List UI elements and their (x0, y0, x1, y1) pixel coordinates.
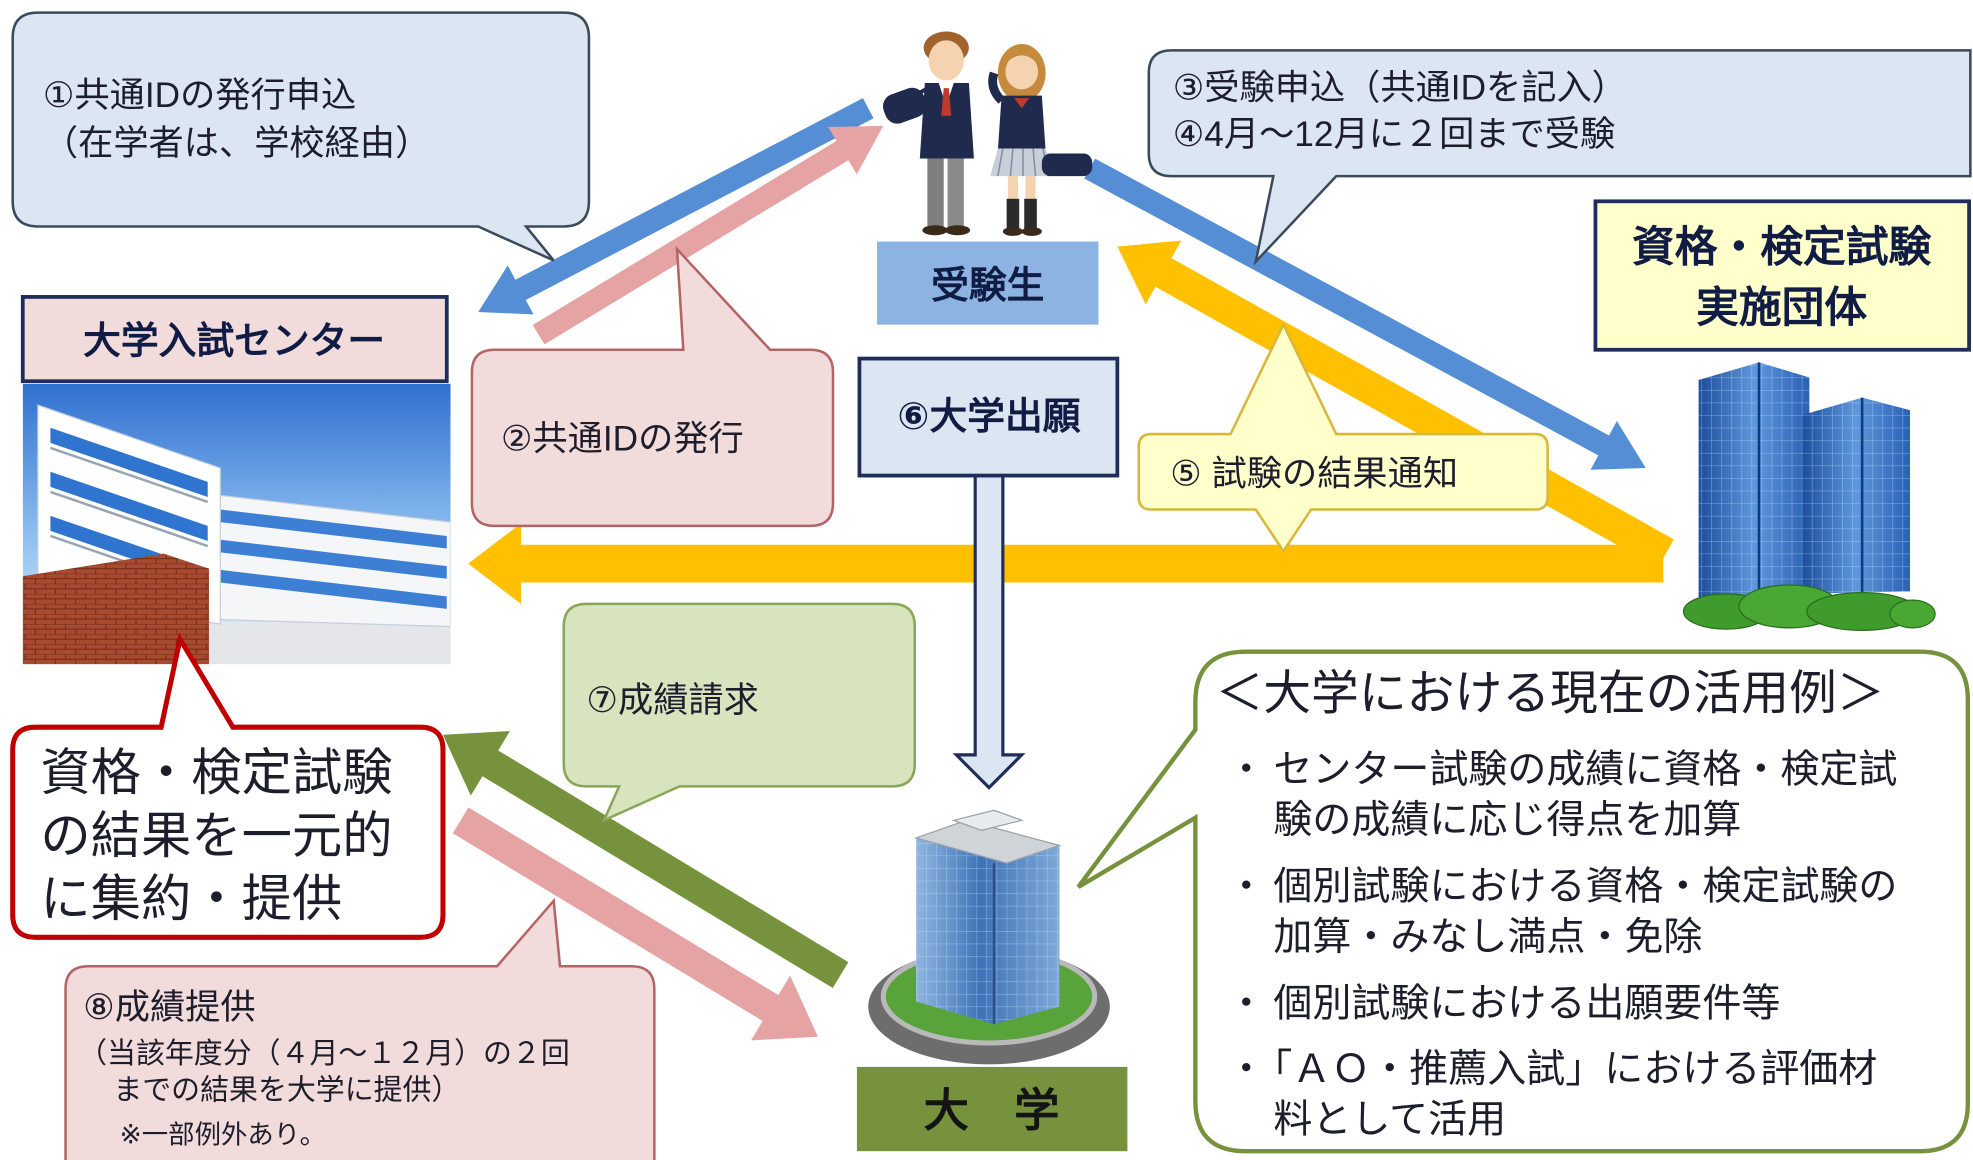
callout-step1-shape (11, 11, 591, 262)
node-university: 大 学 (856, 1066, 1128, 1152)
arrow-university-application (952, 471, 1026, 790)
node-university-label: 大 学 (924, 1085, 1060, 1136)
callout-step3-4-shape (1147, 49, 1972, 266)
step6-application: ⑥大学出願 (857, 356, 1120, 790)
usage-item2-line1: 個別試験における資格・検定試験の (1273, 866, 1897, 909)
school-building-illustration (22, 383, 451, 665)
node-student: 受験生 (877, 241, 1099, 325)
step1-line1: ①共通IDの発行申込 (43, 76, 356, 115)
university-tower-illustration (868, 809, 1110, 1065)
step8-note-line2: までの結果を大学に提供） (113, 1075, 460, 1107)
usage-item1-line2: 験の成績に応じ得点を加算 (1273, 799, 1741, 842)
arrow-score-request (442, 731, 849, 989)
step6-label: ⑥大学出願 (898, 395, 1081, 437)
node-student-box (877, 241, 1099, 325)
callout-step7-shape (562, 602, 917, 823)
callout-step7: ⑦成績請求 (562, 602, 917, 823)
node-center-label: 大学入試センター (83, 320, 385, 362)
step8-title: ⑧成績提供 (83, 988, 255, 1027)
students-illustration (883, 31, 1093, 236)
step2-label: ②共通IDの発行 (501, 419, 744, 458)
step1-line2: （在学者は、学校経由） (43, 124, 430, 163)
callout-center-role: 資格・検定試験 の結果を一元的 に集約・提供 (10, 632, 446, 940)
callout-step3-4: ③受験申込（共通IDを記入） ④4月～12月に２回まで受験 (1147, 49, 1972, 266)
usage-bullet: ・ (1227, 749, 1266, 792)
arrow-result-to-student (1117, 240, 1674, 568)
callout-center-role-shape (10, 632, 446, 940)
callout-step5: ⑤ 試験の結果通知 (1137, 321, 1549, 554)
node-student-label: 受験生 (931, 264, 1044, 306)
node-center-box (20, 295, 449, 384)
step3-label: ③受験申込（共通IDを記入） (1173, 68, 1627, 107)
skyscrapers-illustration (1682, 362, 1936, 631)
node-exam-org-line2: 実施団体 (1696, 284, 1867, 332)
usage-item3-line1: 個別試験における出願要件等 (1273, 983, 1780, 1026)
usage-bullet: ・ (1227, 1048, 1266, 1091)
node-exam-org-box (1593, 199, 1971, 352)
step7-label: ⑦成績請求 (586, 681, 758, 720)
step4-label: ④4月～12月に２回まで受験 (1173, 115, 1616, 154)
callout-step5-shape (1137, 321, 1549, 554)
step6-box (857, 356, 1120, 478)
callout-step2: ②共通IDの発行 (470, 245, 835, 528)
callout-step8: ⑧成績提供 （当該年度分（４月～１２月）の２回 までの結果を大学に提供） ※一部… (64, 897, 656, 1160)
usage-item2-line2: 加算・みなし満点・免除 (1273, 916, 1702, 959)
arrow-score-provision (452, 807, 818, 1041)
usage-item4-line2: 料として活用 (1273, 1098, 1506, 1141)
usage-item1-line1: センター試験の成績に資格・検定試 (1273, 749, 1897, 792)
step8-note-line1: （当該年度分（４月～１２月）の２回 (78, 1038, 570, 1070)
usage-bullet: ・ (1227, 866, 1266, 909)
brick-wall (22, 553, 209, 665)
node-exam-org: 資格・検定試験 実施団体 (1593, 199, 1971, 352)
usage-item4-line1: 「ＡＯ・推薦入試」における評価材 (1253, 1048, 1877, 1091)
center-role-line3: に集約・提供 (40, 870, 342, 927)
usage-title: ＜大学における現在の活用例＞ (1215, 668, 1884, 721)
node-university-box (856, 1066, 1128, 1152)
node-exam-org-line1: 資格・検定試験 (1632, 224, 1932, 272)
step5-label: ⑤ 試験の結果通知 (1170, 455, 1458, 494)
center-role-line1: 資格・検定試験 (40, 744, 392, 801)
arrow-id-request (478, 98, 874, 315)
step8-exception: ※一部例外あり。 (120, 1120, 326, 1150)
callout-step8-shape (64, 897, 656, 1160)
usage-bullet: ・ (1227, 983, 1266, 1026)
callout-usage-shape (1076, 649, 1971, 1154)
arrow-id-issue (532, 125, 884, 345)
callout-step1: ①共通IDの発行申込 （在学者は、学校経由） (11, 11, 591, 262)
node-center: 大学入試センター (20, 295, 449, 384)
center-role-line2: の結果を一元的 (40, 807, 392, 864)
arrow-exam-application (1084, 158, 1646, 470)
callout-usage-examples: ＜大学における現在の活用例＞ ・ センター試験の成績に資格・検定試 験の成績に応… (1076, 649, 1971, 1154)
callout-step2-shape (470, 245, 835, 528)
arrow-result-to-center (468, 523, 1664, 604)
